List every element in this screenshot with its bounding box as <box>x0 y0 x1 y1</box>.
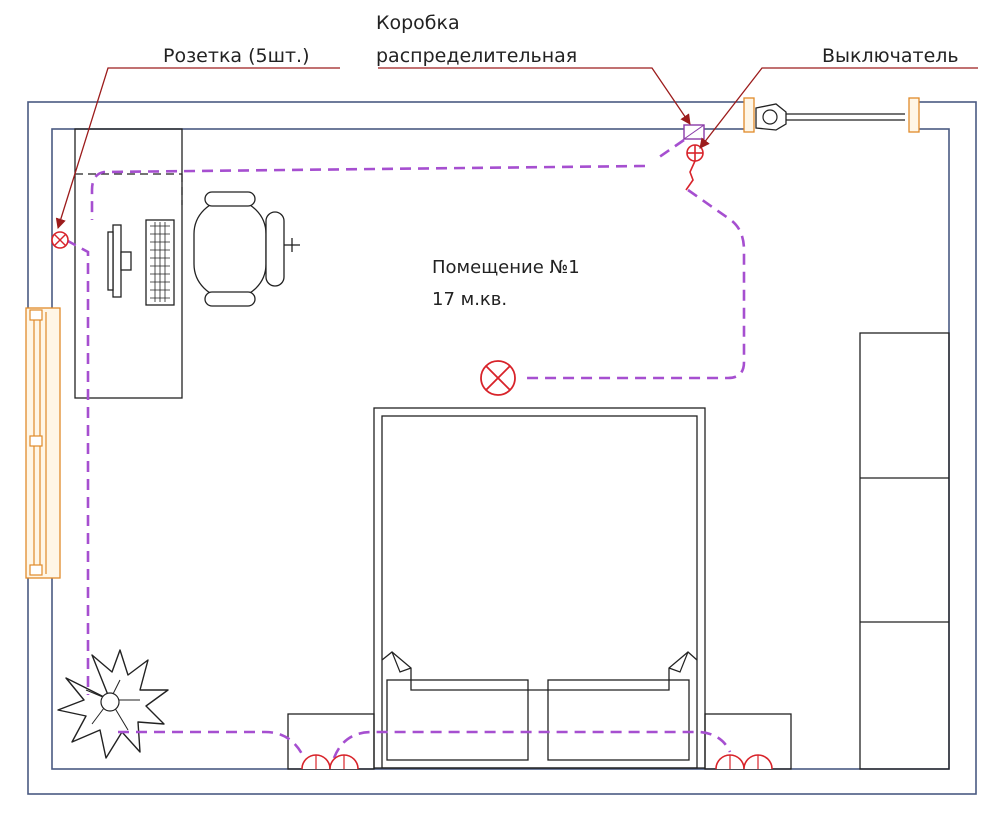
socket-icon <box>715 754 773 770</box>
junction-box-label-line2: распределительная <box>376 45 577 67</box>
socket-label: Розетка (5шт.) <box>163 45 310 67</box>
junction-box-icon <box>683 124 705 140</box>
desk <box>74 128 183 399</box>
nightstands <box>287 713 792 770</box>
window <box>25 307 61 579</box>
junction-box-label-line1: Коробка <box>376 12 460 34</box>
room-area: 17 м.кв. <box>432 289 507 310</box>
switch-label: Выключатель <box>822 45 959 67</box>
ceiling-light-icon <box>480 360 516 396</box>
socket-icon <box>301 754 359 770</box>
bed <box>373 407 706 769</box>
wardrobe <box>859 332 950 770</box>
wiring <box>65 138 746 759</box>
room-name: Помещение №1 <box>432 257 580 278</box>
socket-icon <box>51 231 69 249</box>
door <box>743 97 920 133</box>
keyboard-icon <box>145 219 175 306</box>
switch-icon <box>685 144 704 191</box>
plant-icon <box>57 649 169 759</box>
leader-lines <box>55 67 978 229</box>
monitor-icon <box>107 224 132 298</box>
chair-icon <box>193 191 300 307</box>
